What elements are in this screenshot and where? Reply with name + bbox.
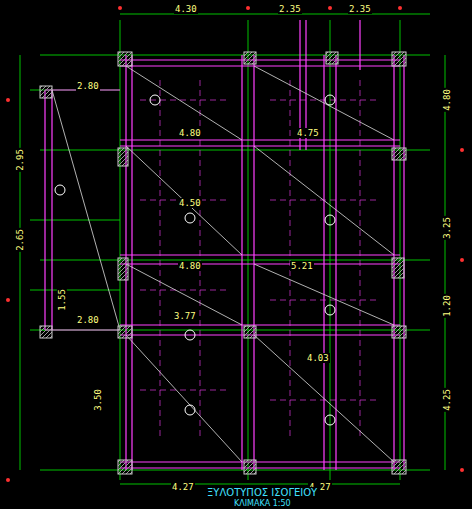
dimension-label: 5.21 [290,261,314,271]
dimension-label: 2.80 [76,315,100,325]
dimension-label: 4.03 [306,353,330,363]
columns [40,52,406,474]
dimension-label: 1.55 [57,288,67,312]
drawing-title: ΞΥΛΟΤΥΠΟΣ ΙΣΟΓΕΙΟΥ [205,487,319,498]
dimension-label: 1.20 [442,294,452,318]
dimension-label: 2.35 [278,4,302,14]
dimension-label: 2.65 [15,228,25,252]
dimension-label: 2.80 [76,81,100,91]
dimension-label: 3.50 [93,388,103,412]
beams [45,20,404,470]
axis-marks [6,6,464,482]
dimension-label: 3.25 [442,216,452,240]
dimension-label: 4.75 [296,128,320,138]
dimension-label: 4.80 [178,128,202,138]
grid-lines [20,14,445,484]
dimension-label: 4.25 [442,388,452,412]
dimension-label: 3.77 [173,311,197,321]
dimension-label: 4.30 [174,4,198,14]
dimension-label: 2.35 [348,4,372,14]
dimension-label: 4.50 [178,198,202,208]
dimension-label: 2.95 [15,148,25,172]
slab-markers [55,95,335,425]
dimension-label: 4.80 [442,88,452,112]
slab-diagonals [52,66,394,462]
dimension-label: 4.27 [171,482,195,492]
scale-caption: ΚΛΙΜΑΚΑ 1:50 [232,499,293,508]
dimension-label: 4.80 [178,261,202,271]
